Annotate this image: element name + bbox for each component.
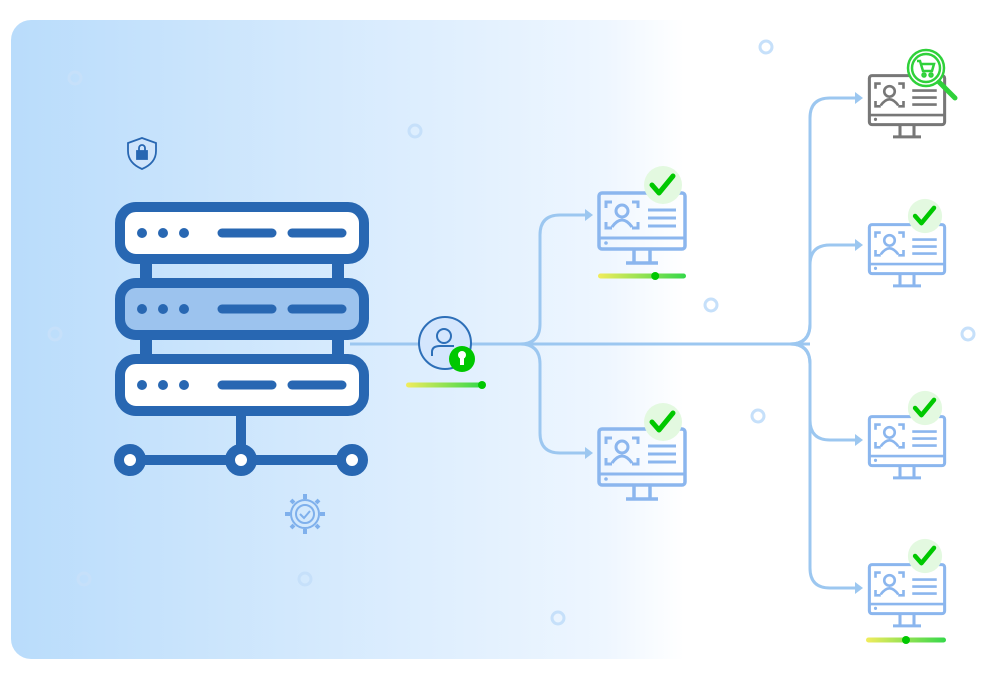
check-icon bbox=[644, 166, 682, 204]
shield-lock-icon bbox=[127, 137, 157, 170]
check-icon bbox=[908, 391, 942, 425]
arrowheads bbox=[585, 92, 863, 594]
progress-bars bbox=[406, 272, 946, 644]
progress-knob-client_top bbox=[651, 272, 660, 280]
progress-knob-user_access bbox=[478, 381, 486, 389]
check-icon bbox=[908, 539, 942, 573]
user-keyhole-icon bbox=[418, 316, 475, 372]
background-panel bbox=[11, 20, 1001, 659]
progress-knob-client_bottom_right bbox=[902, 636, 910, 644]
progress-bar-user_access bbox=[406, 382, 482, 388]
check-icon bbox=[908, 199, 942, 233]
magnifier-cart-icon bbox=[906, 48, 958, 101]
server-rack-icon bbox=[114, 202, 369, 476]
gear-check-icon bbox=[285, 494, 325, 534]
progress-bar-client_top bbox=[598, 273, 686, 279]
client-monitor-inactive bbox=[867, 48, 958, 139]
check-icon bbox=[644, 403, 682, 441]
